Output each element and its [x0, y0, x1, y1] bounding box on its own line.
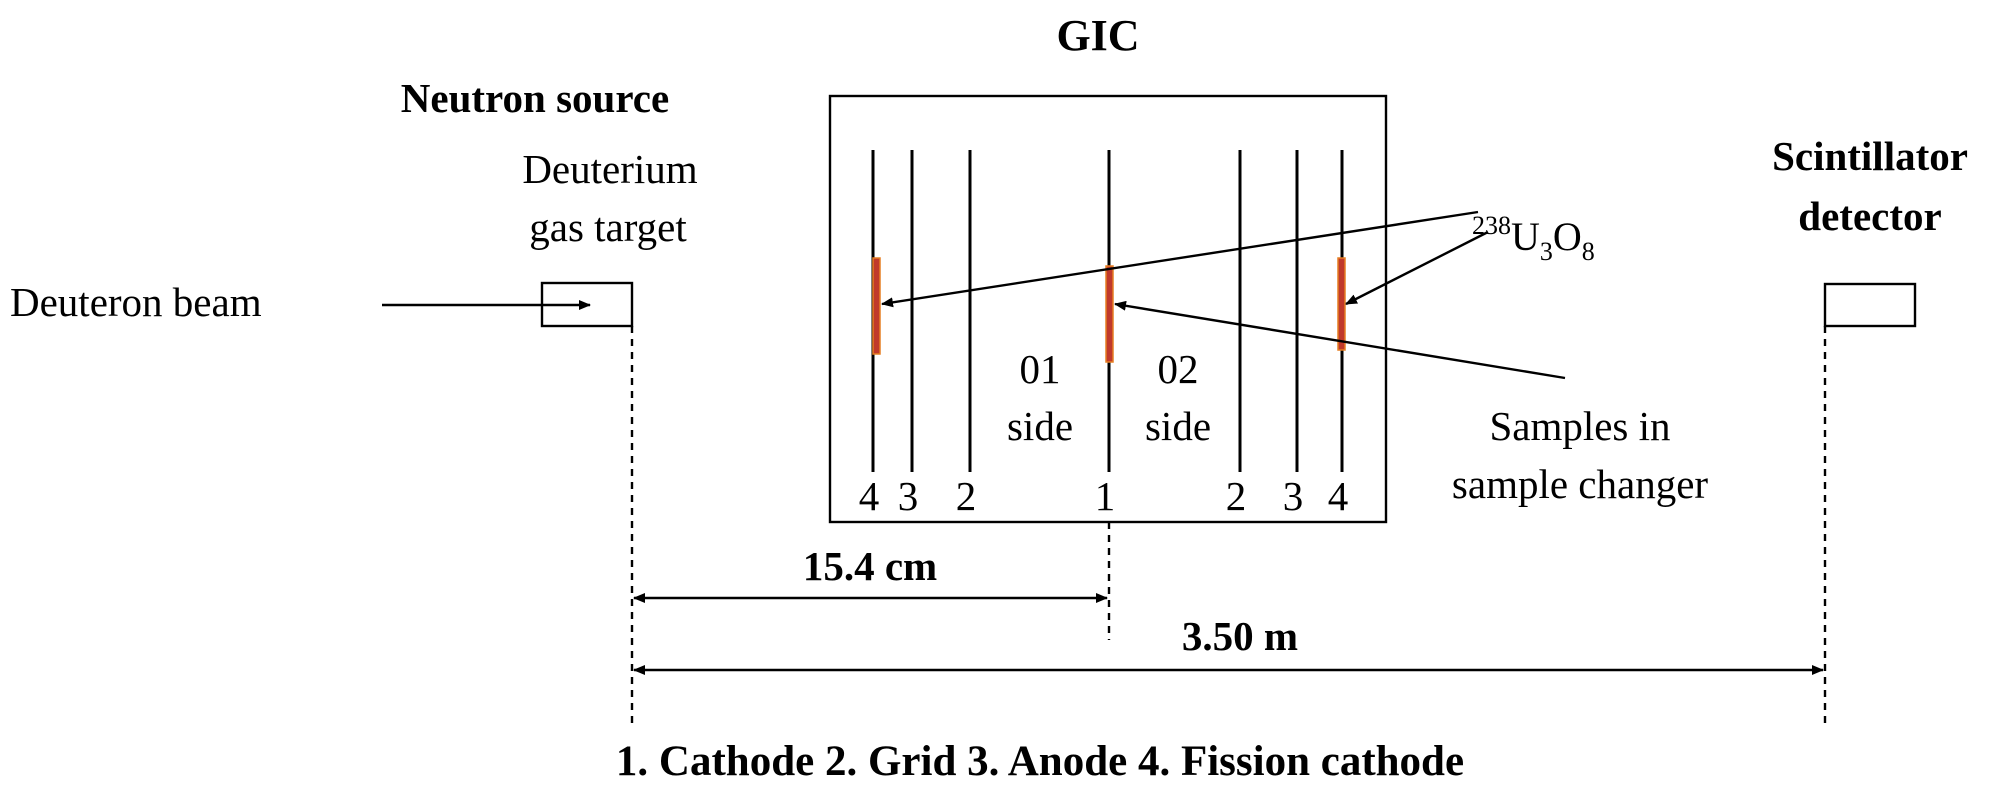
- electrode-number-label: 2: [1226, 473, 1247, 519]
- side-02-number: 02: [1158, 346, 1199, 392]
- side-01-number: 01: [1020, 346, 1061, 392]
- u3o8-symbol-o: O: [1553, 214, 1582, 259]
- electrode-number-label: 2: [956, 473, 977, 519]
- neutron-source-heading: Neutron source: [401, 75, 669, 121]
- sample-right: [1337, 257, 1346, 351]
- u3o8-subscript-8: 8: [1582, 237, 1595, 266]
- gas-target-label: gas target: [529, 204, 687, 250]
- sample-changer-label: sample changer: [1452, 461, 1708, 507]
- u3o8-label: 238U3O8: [1472, 211, 1595, 266]
- scintillator-detector-box: [1823, 282, 1917, 328]
- u3o8-mass-number: 238: [1472, 211, 1511, 240]
- side-01-word: side: [1007, 403, 1073, 449]
- deuterium-label: Deuterium: [522, 146, 697, 192]
- distance-short-label: 15.4 cm: [803, 543, 937, 589]
- sample-center: [1105, 265, 1114, 363]
- u3o8-pointer-left: [881, 210, 1479, 308]
- u3o8-symbol-u: U: [1511, 214, 1540, 259]
- electrode-lines: [871, 150, 1344, 472]
- diagram-title: GIC: [1056, 11, 1139, 60]
- electrode-number-label: 4: [1328, 473, 1349, 519]
- side-02-word: side: [1145, 403, 1211, 449]
- electrode-number-label: 1: [1095, 473, 1116, 519]
- sample-left: [872, 257, 881, 355]
- electrode-number-label: 3: [898, 473, 919, 519]
- u3o8-subscript-3: 3: [1540, 237, 1553, 266]
- electrode-legend: 1. Cathode 2. Grid 3. Anode 4. Fission c…: [616, 738, 1464, 785]
- electrode-number-label: 4: [859, 473, 880, 519]
- scintillator-label: Scintillator: [1772, 133, 1968, 179]
- detector-label: detector: [1798, 193, 1941, 239]
- sample-changer-pointer: [1114, 300, 1566, 380]
- distance-long-label: 3.50 m: [1182, 613, 1298, 659]
- electrode-number-label: 3: [1283, 473, 1304, 519]
- samples-in-label: Samples in: [1489, 403, 1670, 449]
- u3o8-pointer-right: [1345, 230, 1489, 306]
- deuteron-beam-label: Deuteron beam: [10, 279, 262, 325]
